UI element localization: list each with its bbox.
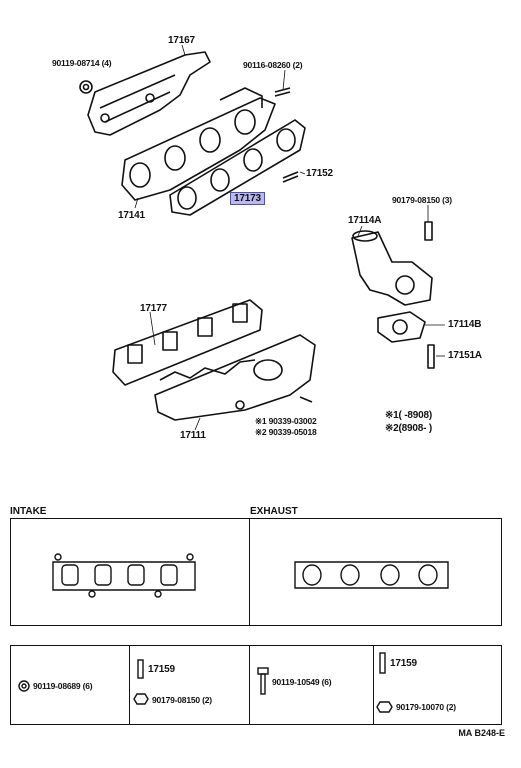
hardware-17159-b: 17159 — [390, 658, 417, 669]
hardware-90179-10070: 90179-10070 (2) — [396, 702, 456, 712]
exhaust-manifold-17141 — [121, 97, 276, 201]
exhaust-box — [249, 518, 502, 626]
nut-icon — [133, 693, 149, 705]
diagram-code: MA B248-E — [458, 728, 505, 738]
bolt-icon — [257, 667, 269, 695]
label-90119-08714: 90119-08714 (4) — [52, 58, 112, 68]
label-17114A: 17114A — [348, 215, 382, 226]
hardware-90119-10549: 90119-10549 (6) — [272, 677, 332, 687]
legend-2: ※2(8908- ) — [385, 423, 432, 434]
label-17151A: 17151A — [448, 350, 482, 361]
hardware-cell-2 — [129, 645, 250, 725]
label-90116-08260: 90116-08260 (2) — [243, 60, 303, 70]
heat-insulator-17167 — [87, 51, 211, 136]
hardware-90119-08689: 90119-08689 (6) — [33, 681, 93, 691]
hardware-90179-08150-2: 90179-08150 (2) — [152, 695, 212, 705]
label-17167: 17167 — [168, 35, 195, 46]
hardware-17159-a: 17159 — [148, 664, 175, 675]
intake-gasket-17177 — [112, 299, 263, 386]
label-17173-highlighted[interactable]: 17173 — [230, 192, 265, 205]
intake-gasket-detail — [52, 561, 196, 591]
label-17141: 17141 — [118, 210, 145, 221]
label-17111: 17111 — [180, 430, 206, 441]
intake-manifold-17111 — [154, 334, 316, 421]
label-17177: 17177 — [140, 303, 167, 314]
label-90179-08150-3: 90179-08150 (3) — [392, 195, 452, 205]
exhaust-gasket-17173 — [169, 119, 306, 216]
section-title-exhaust: EXHAUST — [250, 506, 298, 517]
water-outlet-17114A — [351, 231, 433, 306]
stud-icon-2 — [379, 652, 386, 674]
note-2-part: ※2 90339-05018 — [255, 427, 317, 437]
hardware-cell-4 — [373, 645, 502, 725]
intake-box — [10, 518, 250, 626]
label-17152: 17152 — [306, 168, 333, 179]
stud-icon — [137, 659, 144, 679]
nut-icon-2 — [376, 701, 393, 713]
section-title-intake: INTAKE — [10, 506, 47, 517]
flange-bolt-icon — [18, 680, 30, 692]
note-1-part: ※1 90339-03002 — [255, 416, 317, 426]
label-17114B: 17114B — [448, 319, 482, 330]
legend-1: ※1( -8908) — [385, 410, 432, 421]
exhaust-gasket-detail — [294, 561, 449, 589]
gasket-17114B — [377, 311, 426, 343]
